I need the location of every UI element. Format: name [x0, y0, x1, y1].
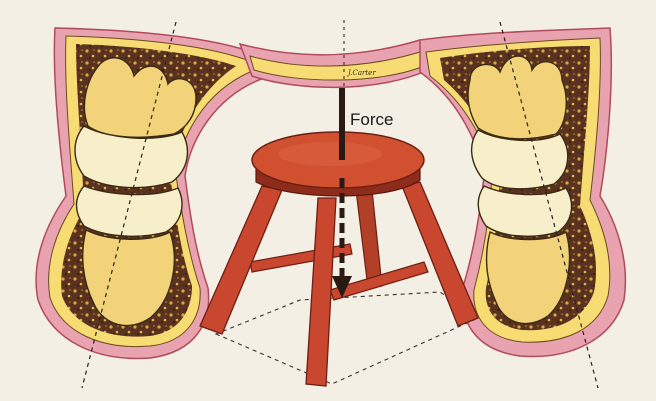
force-label: Force	[350, 110, 393, 129]
artist-signature: J.Carter	[346, 69, 376, 77]
right-upper-molar	[468, 56, 568, 189]
seat-highlight	[278, 142, 382, 166]
